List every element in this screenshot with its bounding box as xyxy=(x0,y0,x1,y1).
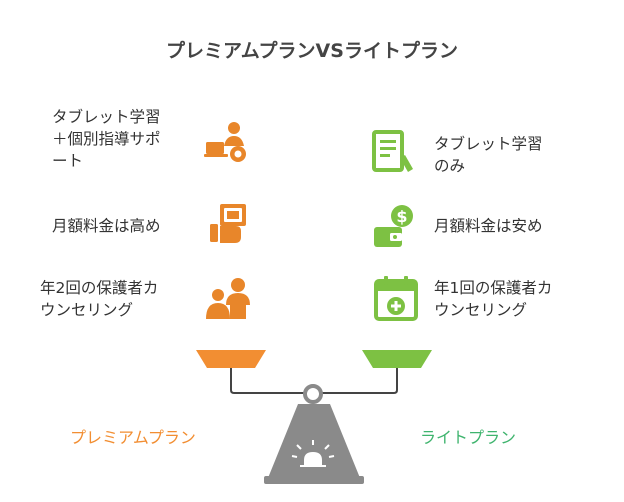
scale-base xyxy=(264,476,364,484)
premium-pan xyxy=(196,350,266,368)
light-pan xyxy=(362,350,432,368)
student-teacher-icon xyxy=(204,122,246,162)
light-feature-2: 月額料金は安め xyxy=(434,217,543,235)
diagram-title: プレミアムプランVSライトプラン xyxy=(166,40,458,62)
light-feature-3: 年1回の保護者カ ウンセリング xyxy=(434,279,553,319)
hand-money-icon xyxy=(210,204,246,243)
wallet-coin-icon: $ xyxy=(374,205,413,247)
bell-icon xyxy=(291,440,335,467)
premium-feature-1: タブレット学習 ＋個別指導サポ ート xyxy=(52,108,161,170)
svg-text:$: $ xyxy=(396,207,407,226)
light-feature-1: タブレット学習 のみ xyxy=(434,135,543,175)
premium-plan-label: プレミアムプラン xyxy=(70,428,196,447)
scale-pivot xyxy=(303,384,323,404)
premium-feature-2: 月額料金は高め xyxy=(52,217,161,235)
calendar-plus-icon xyxy=(374,276,418,321)
counseling-icon xyxy=(206,278,250,319)
light-plan-label: ライトプラン xyxy=(420,428,517,447)
tablet-document-icon xyxy=(372,130,413,172)
premium-feature-3: 年2回の保護者カ ウンセリング xyxy=(40,279,159,319)
